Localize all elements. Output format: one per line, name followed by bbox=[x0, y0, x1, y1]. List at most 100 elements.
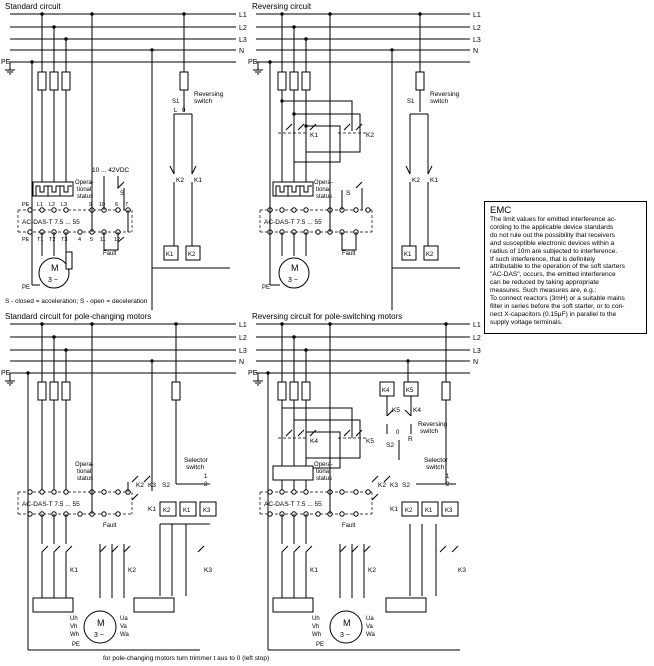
terminal-4: 4 bbox=[78, 237, 81, 243]
emc-line: measures. Such measures are, e.g.: bbox=[490, 287, 597, 295]
coil-k1-label: K1 bbox=[166, 252, 174, 258]
op-status-label-3: status bbox=[77, 476, 93, 482]
title-pole-switching: Reversing circuit for pole-switching mot… bbox=[252, 312, 402, 321]
reversing-switch-icon bbox=[151, 14, 197, 310]
motor-3: 3 ~ bbox=[288, 277, 298, 284]
bus-label-l2: L2 bbox=[473, 335, 481, 342]
motor-3: 3 ~ bbox=[48, 277, 58, 284]
bus-label-l1: L1 bbox=[473, 12, 481, 19]
s-note: S - closed = acceleration; S - open = de… bbox=[5, 298, 148, 305]
s1-0-label: 0 bbox=[182, 108, 186, 114]
winding-vh: Vh bbox=[312, 624, 319, 630]
coil-k1-label: K1 bbox=[404, 252, 412, 258]
r-label: R bbox=[408, 436, 413, 443]
coil-k3-label: K3 bbox=[445, 508, 453, 514]
terminal-l2: L2 bbox=[49, 202, 55, 208]
bus-label-l3: L3 bbox=[473, 348, 481, 355]
fuse-icons bbox=[277, 14, 311, 182]
op-status-label-2: tional bbox=[77, 187, 91, 193]
coil-k1-label: K1 bbox=[425, 508, 433, 514]
junction-dots bbox=[268, 12, 422, 128]
emc-line: attributable to the operation of the sof… bbox=[490, 263, 625, 271]
bus-label-l2: L2 bbox=[473, 25, 481, 32]
terminal-l1: L1 bbox=[37, 202, 43, 208]
k1-contact-label: K1 bbox=[430, 177, 438, 184]
bus-label-l1: L1 bbox=[239, 12, 247, 19]
motor-3: 3 ~ bbox=[94, 632, 104, 639]
k4-contact-label: K4 bbox=[413, 407, 421, 414]
bus-lines bbox=[256, 323, 470, 374]
coil-k3-label: K3 bbox=[203, 508, 211, 514]
bus-label-l2: L2 bbox=[239, 335, 247, 342]
s1-l-label: L bbox=[174, 108, 178, 114]
winding-ua: Ua bbox=[366, 616, 374, 622]
coil-k2-label: K2 bbox=[188, 252, 196, 258]
bus-label-pe: PE bbox=[248, 59, 258, 66]
fuse-icons bbox=[37, 14, 71, 182]
pole-note: for pole-changing motors turn trimmer t … bbox=[103, 655, 269, 662]
bus-label-l3: L3 bbox=[239, 348, 247, 355]
bus-label-pe: PE bbox=[1, 59, 11, 66]
panel-pole-switching: Reversing circuit for pole-switching mot… bbox=[248, 312, 481, 651]
emc-line: can be reduced by taking appropriate bbox=[490, 279, 599, 287]
selector-label-1: Selector bbox=[424, 457, 449, 464]
bus-label-l3: L3 bbox=[473, 37, 481, 44]
k1-power-label: K1 bbox=[310, 132, 318, 139]
s2-selector-label: S2 bbox=[402, 482, 410, 489]
motor-icon bbox=[31, 62, 73, 289]
terminal-5: 5 bbox=[90, 237, 93, 243]
emc-line: To connect reactors (3mH) or a suitable … bbox=[490, 295, 625, 303]
motor-icon bbox=[27, 373, 200, 651]
contactor-coils bbox=[152, 245, 230, 269]
fault-label: Fault bbox=[103, 523, 117, 529]
winding-wa: Wa bbox=[366, 632, 375, 638]
k3-pole-label: K3 bbox=[204, 567, 212, 574]
reversing-label-2: switch bbox=[194, 98, 212, 105]
selector-label-2: switch bbox=[186, 464, 204, 471]
bus-label-n: N bbox=[473, 359, 478, 366]
k2-label: K2 bbox=[136, 482, 144, 489]
op-status-label-2: tional bbox=[316, 187, 330, 193]
terminal-6: 6 bbox=[115, 202, 118, 208]
winding-wh: Wh bbox=[70, 632, 79, 638]
motor-m: M bbox=[51, 263, 59, 273]
bus-label-l1: L1 bbox=[239, 322, 247, 329]
selector-pos-2: 2 bbox=[446, 482, 450, 488]
op-status-label-1: Opera- bbox=[314, 462, 333, 468]
motor-m: M bbox=[291, 263, 299, 273]
pole-contactors bbox=[41, 514, 210, 598]
k4-power-label: K4 bbox=[310, 438, 318, 445]
ground-icon bbox=[253, 62, 263, 75]
k3-pole-label: K3 bbox=[458, 567, 466, 574]
fault-label: Fault bbox=[342, 523, 356, 529]
device-label: AC-DAS-T 7.5 ... 55 bbox=[264, 219, 322, 226]
terminal-9: 9 bbox=[89, 202, 92, 208]
bus-label-n: N bbox=[473, 48, 478, 55]
control-wiring bbox=[91, 14, 129, 251]
bus-label-pe: PE bbox=[248, 370, 258, 377]
motor-m: M bbox=[97, 618, 105, 628]
emc-line: filter in series before the soft starter… bbox=[490, 302, 625, 310]
panel-standard-circuit: Standard circuit L1 L2 L3 N PE bbox=[1, 2, 247, 310]
bus-label-l2: L2 bbox=[239, 25, 247, 32]
control-wiring bbox=[329, 14, 363, 251]
pe-motor-label: PE bbox=[72, 642, 80, 648]
ground-icon bbox=[5, 62, 15, 75]
op-status-label-3: status bbox=[316, 194, 332, 200]
terminal-7: 7 bbox=[125, 202, 128, 208]
contactor-coils bbox=[401, 501, 459, 517]
reversing-label-1: Reversing bbox=[430, 91, 460, 98]
title-reversing-circuit: Reversing circuit bbox=[252, 2, 312, 11]
winding-va: Va bbox=[366, 624, 374, 630]
k4-k5-coils bbox=[379, 361, 419, 460]
k5-power-label: K5 bbox=[366, 438, 374, 445]
control-wiring bbox=[329, 324, 456, 514]
title-standard-circuit: Standard circuit bbox=[5, 2, 61, 11]
selector-pos-1: 1 bbox=[446, 474, 450, 480]
winding-uh: Uh bbox=[70, 616, 78, 622]
overload-relay-icon bbox=[272, 465, 314, 481]
ground-icon bbox=[5, 373, 15, 386]
selector-label-2: switch bbox=[426, 464, 444, 471]
emc-line: and susceptible electronic devices withi… bbox=[490, 239, 615, 247]
bus-label-n: N bbox=[239, 48, 244, 55]
